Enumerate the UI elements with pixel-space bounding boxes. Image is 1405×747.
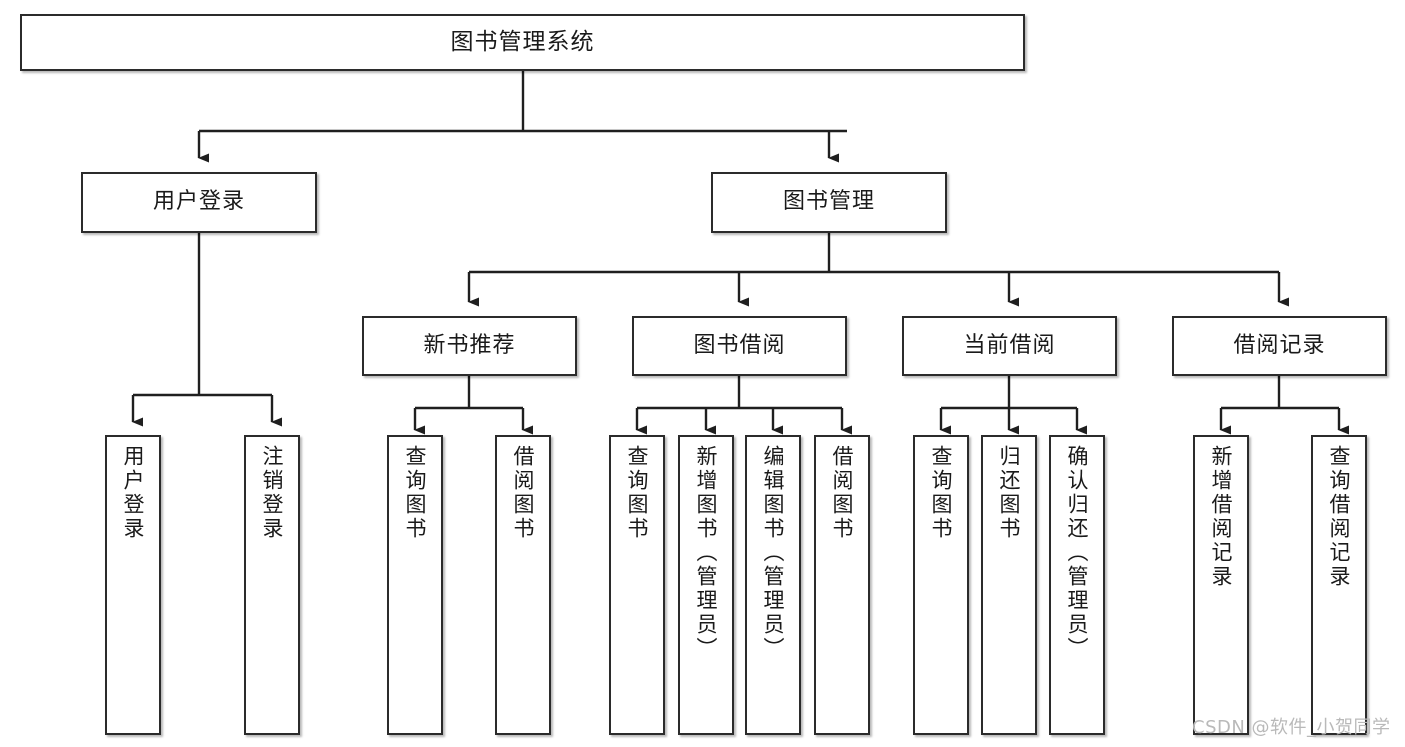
node-label: 查询图书 (929, 445, 954, 541)
node-label: 用户登录 (152, 189, 245, 215)
node-label: 新增图书（管理员） (694, 445, 719, 661)
leaf-user-login-login[interactable]: 用户登录 (105, 435, 161, 735)
node-label: 用户登录 (121, 445, 146, 541)
leaf-new-book-query-books[interactable]: 查询图书 (387, 435, 443, 735)
node-label: 新书推荐 (423, 332, 516, 358)
node-label: 查询图书 (625, 445, 650, 541)
node-label: 借阅记录 (1233, 332, 1326, 358)
node-label: 新增借阅记录 (1209, 445, 1234, 589)
node-new-book-recommendation[interactable]: 新书推荐 (362, 316, 577, 376)
leaf-current-borrow-query-books[interactable]: 查询图书 (913, 435, 969, 735)
node-label: 图书借阅 (693, 332, 786, 358)
node-label: 确认归还（管理员） (1065, 445, 1090, 661)
leaf-book-borrow-add-book-admin[interactable]: 新增图书（管理员） (678, 435, 734, 735)
node-label: 图书管理系统 (450, 28, 595, 55)
node-label: 编辑图书（管理员） (761, 445, 786, 661)
node-label: 借阅图书 (511, 445, 536, 541)
node-label: 查询图书 (403, 445, 428, 541)
leaf-borrow-record-add-record[interactable]: 新增借阅记录 (1193, 435, 1249, 735)
node-user-login[interactable]: 用户登录 (81, 172, 317, 233)
node-label: 归还图书 (997, 445, 1022, 541)
leaf-current-borrow-return-books[interactable]: 归还图书 (981, 435, 1037, 735)
leaf-borrow-record-query-record[interactable]: 查询借阅记录 (1311, 435, 1367, 735)
leaf-book-borrow-borrow-books[interactable]: 借阅图书 (814, 435, 870, 735)
node-root-book-management-system[interactable]: 图书管理系统 (20, 14, 1025, 71)
leaf-book-borrow-edit-book-admin[interactable]: 编辑图书（管理员） (745, 435, 801, 735)
watermark-text: CSDN @软件_小贺同学 (1192, 717, 1391, 738)
leaf-new-book-borrow-books[interactable]: 借阅图书 (495, 435, 551, 735)
node-book-borrowing[interactable]: 图书借阅 (632, 316, 847, 376)
node-borrowing-record[interactable]: 借阅记录 (1172, 316, 1387, 376)
node-label: 图书管理 (782, 189, 875, 215)
leaf-current-borrow-confirm-return-admin[interactable]: 确认归还（管理员） (1049, 435, 1105, 735)
node-label: 借阅图书 (830, 445, 855, 541)
node-book-management[interactable]: 图书管理 (711, 172, 947, 233)
node-label: 注销登录 (260, 445, 285, 541)
node-label: 查询借阅记录 (1327, 445, 1352, 589)
leaf-user-login-logout[interactable]: 注销登录 (244, 435, 300, 735)
node-label: 当前借阅 (963, 332, 1056, 358)
node-current-borrowing[interactable]: 当前借阅 (902, 316, 1117, 376)
leaf-book-borrow-query-books[interactable]: 查询图书 (609, 435, 665, 735)
